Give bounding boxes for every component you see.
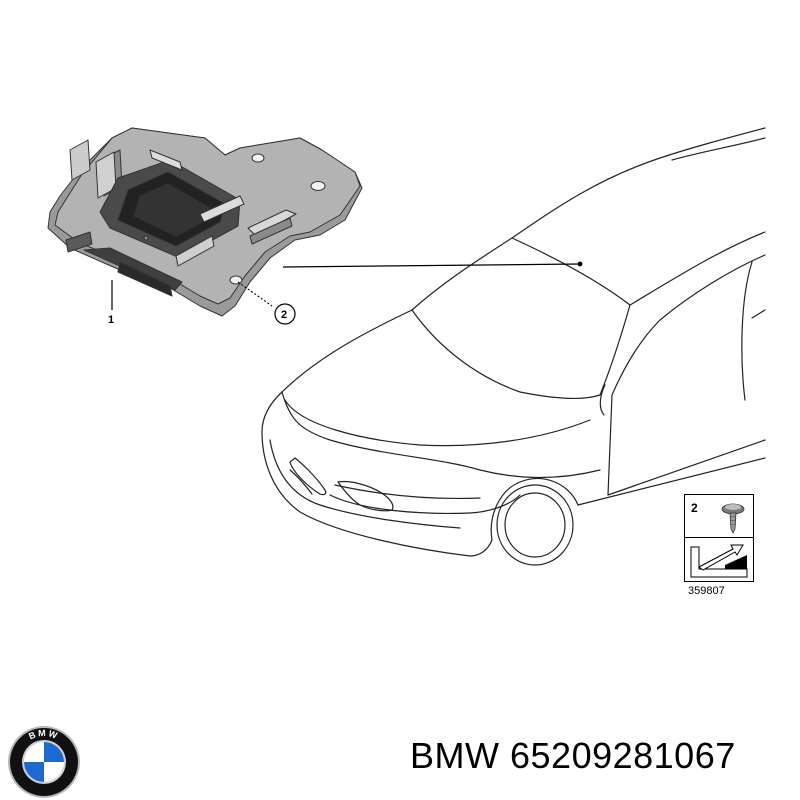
svg-text:BMW: BMW [27, 728, 60, 742]
callout-1-label: 1 [108, 314, 114, 326]
callout-1[interactable]: 1 [108, 280, 114, 326]
brand-part-label: BMW 65209281067 [410, 735, 736, 777]
legend-part-number: 2 [691, 501, 698, 515]
install-arrow-icon [690, 544, 748, 578]
legend-divider [685, 537, 753, 538]
brand-name: BMW [410, 735, 500, 776]
car-outline [261, 127, 766, 566]
callout-2-circle [274, 303, 296, 325]
bmw-logo: BMW [8, 726, 80, 798]
parts-legend: 2 [684, 494, 754, 582]
part-number: 65209281067 [510, 735, 736, 776]
callout-2[interactable]: 2 [237, 281, 296, 325]
diagram-id: 359807 [688, 585, 725, 597]
control-unit-bracket-drawing [47, 127, 363, 317]
leader-line [282, 261, 583, 268]
callout-2-label: 2 [281, 309, 287, 321]
screw-icon [721, 503, 745, 534]
callout-2-leader [237, 281, 273, 307]
legend-graphics [690, 503, 748, 578]
